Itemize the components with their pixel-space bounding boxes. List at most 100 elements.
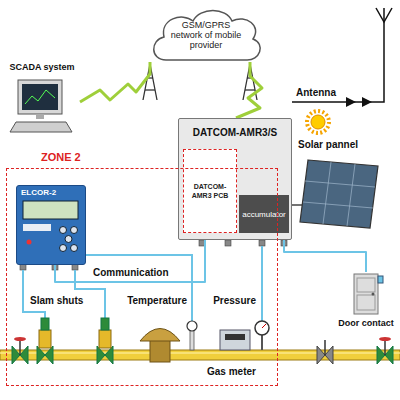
monitor-stand bbox=[36, 114, 44, 119]
keypad-button bbox=[71, 245, 78, 252]
node-text: DATCOM-AMR3/S bbox=[179, 119, 291, 138]
lcd-display bbox=[23, 201, 78, 219]
door-icon bbox=[336, 272, 396, 316]
valve-handwheel bbox=[379, 337, 391, 341]
temperature-label: Temperature bbox=[127, 295, 187, 307]
keypad-button bbox=[65, 236, 72, 243]
elcor-icon bbox=[17, 186, 87, 266]
valve-stem bbox=[19, 340, 21, 355]
gauge-stem bbox=[261, 335, 263, 350]
valve-handwheel bbox=[14, 337, 26, 341]
scada-icon bbox=[4, 76, 80, 138]
valve-body bbox=[12, 346, 20, 364]
keypad-button bbox=[60, 245, 67, 252]
keypad-button bbox=[71, 227, 78, 234]
cloud-outline bbox=[154, 11, 260, 61]
node-text: ELCOR-2 bbox=[17, 186, 85, 200]
valve-body bbox=[97, 346, 105, 364]
cable-gland bbox=[225, 240, 231, 246]
accumulator-box: accumulator bbox=[239, 195, 289, 233]
panel-grid-line bbox=[303, 202, 373, 208]
gauge-needle bbox=[262, 324, 266, 328]
valve-body bbox=[325, 346, 333, 364]
monitor-frame bbox=[18, 80, 62, 114]
pcb-board: DATCOM-AMR3 PCB bbox=[183, 149, 237, 233]
slam-shut-wire bbox=[23, 270, 45, 318]
meter-body bbox=[220, 330, 250, 350]
radio-link bbox=[236, 62, 262, 118]
keypad-button bbox=[60, 227, 67, 234]
antenna-symbol bbox=[383, 8, 385, 22]
name-plate bbox=[23, 224, 51, 231]
gas-pipe bbox=[0, 350, 400, 360]
node-text: Door contact bbox=[336, 272, 396, 328]
door-contact: Door contact bbox=[336, 272, 396, 334]
door-frame bbox=[354, 274, 378, 314]
sensor-head bbox=[187, 321, 197, 331]
signal-cable bbox=[284, 240, 366, 272]
sun-rays bbox=[307, 111, 329, 133]
pressure-label: Pressure bbox=[213, 295, 256, 307]
valve-body bbox=[385, 346, 393, 364]
actuator-body bbox=[99, 330, 111, 348]
pressure-gauge bbox=[255, 321, 269, 350]
valve-body bbox=[317, 346, 325, 364]
arrow-head bbox=[362, 97, 372, 107]
panel-grid bbox=[303, 162, 375, 226]
node-text: ZONE 2 bbox=[39, 151, 83, 163]
arrow-head bbox=[346, 97, 356, 107]
tower-brace bbox=[245, 89, 255, 90]
valve-body bbox=[45, 346, 53, 364]
gas-meter-label: Gas meter bbox=[207, 366, 256, 378]
edge-label: Communication bbox=[92, 267, 170, 279]
network-cloud: GSM/GPRS network of mobile provider bbox=[148, 6, 264, 62]
door-panel bbox=[357, 295, 375, 310]
keyboard bbox=[10, 122, 72, 132]
pipe-highlight bbox=[0, 352, 400, 354]
cable-gland bbox=[259, 240, 265, 246]
sun-symbol bbox=[311, 115, 325, 129]
volume-corrector: ELCOR-2 bbox=[16, 185, 86, 265]
radio-link bbox=[80, 62, 150, 102]
slam-shut-valve bbox=[37, 318, 53, 364]
meter-display bbox=[225, 334, 245, 340]
valve-stem bbox=[384, 340, 386, 355]
screen-trend bbox=[25, 90, 55, 104]
valve-body bbox=[105, 346, 113, 364]
monitor-screen bbox=[22, 84, 58, 110]
regulator-body bbox=[150, 340, 170, 362]
antenna-symbol bbox=[376, 8, 392, 22]
antenna-cable bbox=[292, 22, 384, 102]
valve-body bbox=[20, 346, 28, 364]
ball-valve bbox=[12, 337, 28, 364]
panel-label: Solar pannel bbox=[298, 139, 358, 151]
ball-valve bbox=[377, 337, 393, 364]
status-led bbox=[27, 240, 32, 245]
temperature-sensor bbox=[187, 321, 197, 350]
valve-body bbox=[37, 346, 45, 364]
panel-grid-line bbox=[323, 162, 331, 224]
node-text: accumulator bbox=[242, 210, 286, 219]
panel-grid-line bbox=[347, 164, 355, 226]
controller-housing: DATCOM-AMR3/S DATCOM-AMR3 PCB accumulator bbox=[178, 118, 292, 240]
door-panel bbox=[357, 278, 375, 292]
valve-stem bbox=[324, 340, 326, 355]
panel-grid-line bbox=[305, 181, 375, 187]
node-text: SCADA system bbox=[4, 62, 80, 73]
pressure-regulator bbox=[140, 329, 180, 363]
temperature-wire bbox=[85, 255, 192, 321]
node-text: GSM/GPRS network of mobile provider bbox=[166, 20, 246, 50]
slam-shut-valve bbox=[97, 318, 113, 364]
gas-meter bbox=[220, 330, 250, 350]
actuator-cap bbox=[41, 318, 49, 330]
tower-brace bbox=[145, 89, 155, 90]
actuator-cap bbox=[101, 318, 109, 330]
regulator-dome bbox=[140, 329, 180, 342]
panel-cable bbox=[292, 204, 303, 206]
scada-terminal: SCADA system bbox=[4, 62, 80, 138]
node-text: DATCOM-AMR3 PCB bbox=[186, 182, 234, 200]
door-handle bbox=[372, 293, 375, 296]
contact-sensor bbox=[378, 276, 383, 283]
solar-panel bbox=[300, 160, 378, 228]
